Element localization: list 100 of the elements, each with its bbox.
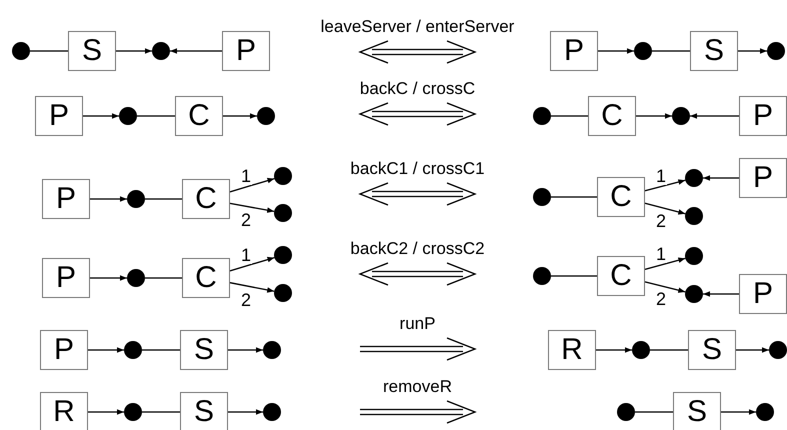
arrow <box>598 48 634 54</box>
node-label: R <box>561 335 583 365</box>
arrow <box>170 48 222 54</box>
state-box <box>182 258 230 298</box>
state-box <box>182 179 230 219</box>
state-box <box>739 158 787 198</box>
connector-line <box>145 198 182 200</box>
state-box <box>40 392 88 430</box>
junction-dot <box>767 42 785 60</box>
connector-line <box>652 50 690 52</box>
connector-line <box>137 115 175 117</box>
node-label: P <box>56 184 76 214</box>
arrow <box>83 113 119 119</box>
node-label: S <box>686 397 707 427</box>
junction-dot <box>685 207 703 225</box>
connector-line <box>551 115 588 117</box>
state-box <box>35 96 83 136</box>
junction-dot <box>685 169 703 187</box>
edge-label: 2 <box>240 211 252 229</box>
state-box <box>739 274 787 314</box>
arrow <box>690 113 739 119</box>
arrow <box>230 256 275 272</box>
connector-line <box>650 349 688 351</box>
arrow <box>230 202 274 213</box>
rule-label: backC / crossC <box>360 80 476 97</box>
state-box <box>597 177 645 217</box>
arrow <box>703 291 739 297</box>
state-box <box>42 179 90 219</box>
node-label: S <box>194 335 214 365</box>
node-label: C <box>610 182 632 212</box>
edge-label: 1 <box>655 245 667 263</box>
arrow <box>644 281 686 293</box>
state-box <box>68 31 116 71</box>
junction-dot <box>672 107 690 125</box>
node-label: P <box>752 101 773 131</box>
node-label: S <box>702 335 722 365</box>
junction-dot <box>263 341 281 359</box>
state-box <box>222 31 270 71</box>
node-label: C <box>610 261 632 291</box>
junction-dot <box>119 107 137 125</box>
state-box <box>40 330 88 370</box>
arrow <box>90 196 127 202</box>
connector-line <box>551 196 597 198</box>
junction-dot <box>257 107 275 125</box>
node-label: S <box>194 397 214 427</box>
state-box <box>588 96 636 136</box>
node-label: C <box>195 263 217 293</box>
rule-label: leaveServer / enterServer <box>320 18 514 35</box>
state-box <box>180 392 228 430</box>
state-box <box>550 31 598 71</box>
node-label: C <box>195 184 217 214</box>
junction-dot <box>127 190 145 208</box>
junction-dot <box>274 246 292 264</box>
junction-dot <box>263 403 281 421</box>
node-label: P <box>48 101 69 131</box>
node-label: P <box>54 335 74 365</box>
edge-label: 1 <box>655 166 667 184</box>
arrow <box>116 48 152 54</box>
junction-dot <box>685 247 703 265</box>
arrow <box>703 175 739 181</box>
node-label: P <box>752 163 773 193</box>
rule-label: backC1 / crossC1 <box>350 160 485 177</box>
junction-dot <box>274 167 292 185</box>
state-box <box>673 392 721 430</box>
junction-dot <box>756 403 774 421</box>
state-box <box>175 96 223 136</box>
connector-line <box>635 411 673 413</box>
junction-dot <box>533 107 551 125</box>
junction-dot <box>685 285 703 303</box>
arrow <box>88 347 124 353</box>
junction-dot <box>124 341 142 359</box>
connector-line <box>30 50 68 52</box>
junction-dot <box>274 204 292 222</box>
junction-dot <box>632 341 650 359</box>
rule-label: removeR <box>383 378 452 395</box>
arrow <box>230 178 275 192</box>
rule-label: runP <box>400 315 436 332</box>
junction-dot <box>533 188 551 206</box>
arrow <box>644 179 686 192</box>
node-label: S <box>704 36 724 66</box>
edge-label: 2 <box>655 212 667 230</box>
arrow <box>90 275 127 281</box>
arrow <box>736 347 769 353</box>
state-box <box>42 258 90 298</box>
arrow <box>228 347 263 353</box>
state-box <box>739 96 787 136</box>
arrow <box>636 113 672 119</box>
connector-line <box>142 349 180 351</box>
rule-label: backC2 / crossC2 <box>350 240 485 257</box>
edge-label: 1 <box>240 166 252 184</box>
arrow <box>228 409 263 415</box>
junction-dot <box>769 341 787 359</box>
state-box <box>180 330 228 370</box>
junction-dot <box>274 284 292 302</box>
junction-dot <box>617 403 635 421</box>
state-box <box>597 256 645 296</box>
node-label: P <box>564 36 584 66</box>
node-label: P <box>752 279 773 309</box>
arrow <box>644 258 686 270</box>
state-box <box>690 31 738 71</box>
